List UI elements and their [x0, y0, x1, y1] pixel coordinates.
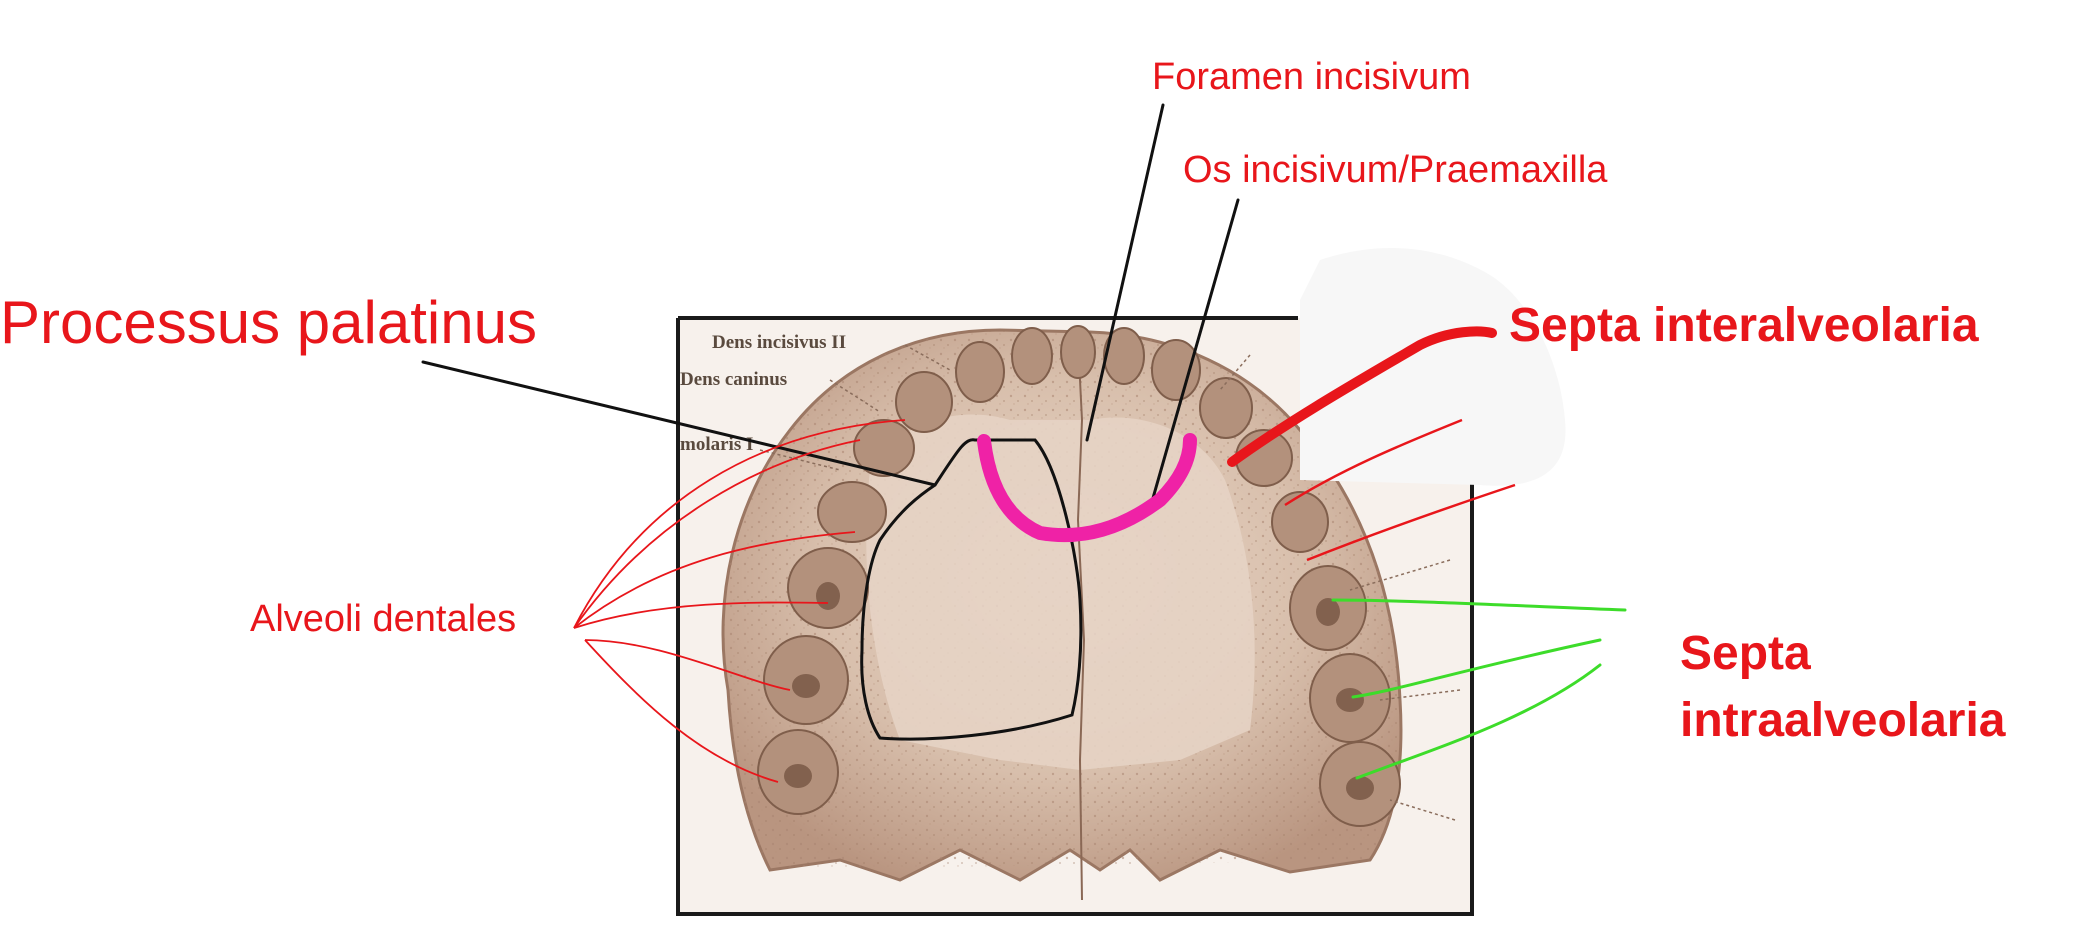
- processus-pointer: [421, 360, 937, 487]
- foramen-pointer: [1085, 103, 1165, 442]
- printed-molaris: molaris I: [680, 434, 753, 455]
- label-septa-intraalveolaria: Septa intraalveolaria: [1680, 620, 2006, 754]
- pointer-lines: [421, 103, 1240, 500]
- praemaxilla-curve: [977, 433, 1197, 543]
- printed-dens-caninus: Dens caninus: [680, 369, 787, 390]
- label-alveoli-dentales: Alveoli dentales: [250, 598, 517, 640]
- printed-dens-incisivus: Dens incisivus II: [712, 332, 846, 353]
- whiteout-patch: [1300, 248, 1566, 486]
- alveoli-dentales-lines: [573, 419, 906, 783]
- processus-palatinus-outline: [860, 438, 1083, 741]
- label-septa-intraalveolaria-line2: intraalveolaria: [1680, 694, 2006, 748]
- label-septa-interalveolaria: Septa interalveolaria: [1509, 299, 1979, 352]
- intraalveolaria-lines: [1331, 598, 1627, 780]
- label-processus-palatinus: Processus palatinus: [0, 289, 537, 356]
- label-foramen-incisivum: Foramen incisivum: [1152, 56, 1471, 98]
- label-os-incisivum: Os incisivum/Praemaxilla: [1183, 149, 1608, 191]
- interalveolaria-marker: [1227, 326, 1497, 467]
- hard-palate: [866, 414, 1255, 770]
- label-septa-intraalveolaria-line1: Septa: [1680, 627, 1811, 680]
- interalveolaria-lines: [1284, 418, 1516, 562]
- os-incisivum-pointer: [1151, 198, 1240, 500]
